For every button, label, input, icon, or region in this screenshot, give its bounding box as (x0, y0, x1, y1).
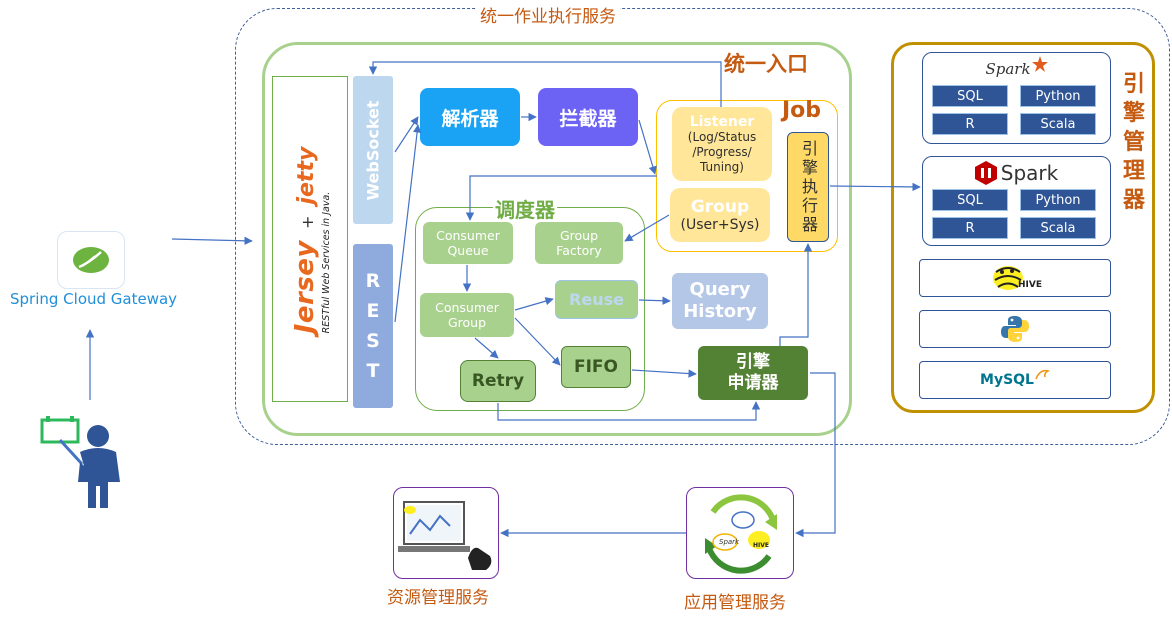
engine-requester-line: 申请器 (727, 373, 779, 393)
query-history-line: Query (689, 279, 751, 300)
spark-logo-text: Spark (985, 60, 1031, 78)
query-history-line: History (683, 301, 757, 322)
spark2-python-chip: Python (1020, 189, 1096, 211)
consumer-queue-box: Consumer Queue (423, 222, 513, 264)
parser-box: 解析器 (420, 88, 520, 146)
python-engine-box (919, 310, 1111, 348)
rest-box: R E S T (353, 244, 393, 408)
linkis-spark-icon (974, 161, 997, 185)
unified-entry-container (262, 42, 852, 436)
spark-logo: Spark (923, 56, 1110, 82)
engine-manager-title-char: 理 (1122, 159, 1145, 184)
consumer-group-box: Consumer Group (420, 293, 514, 337)
mysql-dolphin-icon (1035, 369, 1050, 380)
rest-letter: E (366, 300, 380, 322)
application-manager-label: 应用管理服务 (684, 593, 786, 613)
listener-line: (Log/Status (687, 129, 757, 144)
jersey-subtitle: RESTful Web Services in Java. (321, 191, 332, 334)
hive-engine-box: HIVE (919, 259, 1111, 297)
spark-r-chip: R (932, 113, 1008, 135)
group-factory-line: Factory (556, 243, 602, 258)
listener-box: Listener (Log/Status /Progress/ Tuning) (672, 107, 772, 181)
spring-leaf-icon (73, 247, 109, 273)
rest-letter: R (365, 270, 381, 292)
retry-box: Retry (460, 360, 536, 402)
interceptor-box: 拦截器 (538, 88, 638, 146)
engine-executor-box: 引擎执行器 (787, 132, 829, 242)
hive-text: HIVE (1018, 280, 1042, 290)
spark-engine-box-2: Spark SQL Python R Scala (922, 156, 1111, 246)
spark-logo-text-2: Spark (1000, 161, 1059, 185)
fifo-box: FIFO (561, 346, 631, 388)
spark-engine-box: Spark SQL Python R Scala (922, 52, 1111, 144)
spark2-sql-chip: SQL (932, 189, 1008, 211)
group-sub: (User+Sys) (680, 217, 760, 233)
jetty-logo-text: jetty (294, 146, 319, 205)
spark-scala-chip: Scala (1020, 113, 1096, 135)
user-icon (40, 416, 120, 508)
engine-manager-container (891, 42, 1155, 413)
consumer-queue-line: Queue (447, 243, 489, 258)
mysql-logo-text: MySQL (980, 372, 1034, 388)
listener-title: Listener (689, 113, 755, 130)
engine-manager-title-char: 管 (1122, 130, 1145, 155)
rest-letter: S (366, 330, 380, 352)
reuse-box: Reuse (555, 280, 638, 319)
engine-requester-line: 引擎 (736, 352, 770, 372)
spark2-r-chip: R (932, 217, 1008, 239)
jersey-plus: + (298, 215, 317, 230)
consumer-queue-line: Consumer (436, 228, 500, 243)
engine-manager-title-char: 引 (1122, 72, 1145, 97)
unified-job-service-title: 统一作业执行服务 (476, 2, 620, 27)
unified-entry-title: 统一入口 (724, 52, 808, 76)
group-factory-box: Group Factory (535, 222, 623, 264)
consumer-group-line: Consumer (435, 300, 499, 315)
jersey-jetty-logo: Jersey + jetty RESTful Web Services in J… (290, 147, 332, 334)
consumer-group-line: Group (447, 315, 487, 330)
engine-manager-title-char: 擎 (1122, 101, 1145, 126)
websocket-box: WebSocket (353, 76, 393, 224)
application-manager-box: Spark HIVE (686, 487, 794, 579)
engine-manager-title-char: 器 (1122, 188, 1145, 213)
query-history-box: Query History (672, 273, 768, 329)
rest-letter: T (366, 360, 380, 382)
python-logo-icon (1001, 316, 1029, 342)
spark-star-icon (1031, 56, 1048, 72)
app-hive-tag: HIVE (753, 542, 769, 549)
spark2-scala-chip: Scala (1020, 217, 1096, 239)
resource-manager-label: 资源管理服务 (387, 588, 489, 608)
jersey-logo-text: Jersey (290, 240, 320, 334)
spring-cloud-gateway-label: Spring Cloud Gateway (10, 290, 178, 308)
spark-python-chip: Python (1020, 85, 1096, 107)
unified-job-service-boundary (235, 8, 1170, 445)
mysql-engine-box: MySQL (919, 361, 1111, 399)
app-cycle-icon (705, 494, 777, 574)
group-box: Group (User+Sys) (670, 188, 770, 242)
group-factory-line: Group (559, 228, 599, 243)
group-title: Group (690, 197, 750, 217)
websocket-label: WebSocket (363, 99, 383, 201)
app-spark-tag: Spark (719, 538, 740, 546)
scheduler-title: 调度器 (493, 194, 557, 223)
engine-manager-title: 引 擎 管 理 器 (1120, 70, 1148, 215)
listener-line: Tuning) (700, 159, 744, 174)
hive-bee-icon (993, 266, 1023, 290)
monitor-chart-icon (398, 501, 492, 570)
engine-requester-box: 引擎 申请器 (698, 346, 808, 400)
resource-manager-box (393, 487, 499, 579)
job-title: Job (782, 98, 822, 123)
jersey-jetty-panel: Jersey + jetty RESTful Web Services in J… (272, 76, 348, 402)
spark-sql-chip: SQL (932, 85, 1008, 107)
spark-logo-2: Spark (923, 159, 1110, 187)
spring-cloud-gateway-icon (57, 231, 125, 289)
listener-line: /Progress/ (692, 144, 752, 159)
